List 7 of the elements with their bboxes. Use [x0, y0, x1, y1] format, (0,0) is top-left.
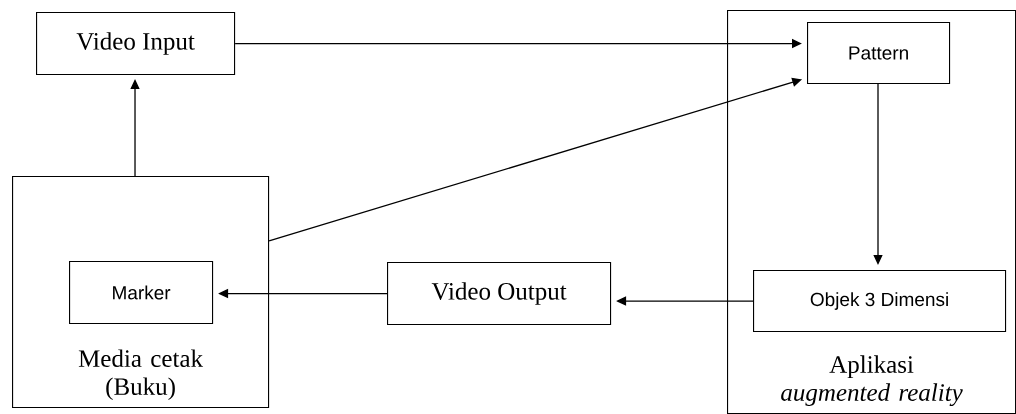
process-box: Objek 3 Dimensi	[753, 270, 1007, 333]
process-box: Video Output	[387, 262, 612, 326]
arrow	[130, 79, 140, 177]
process-box: Marker	[69, 261, 214, 325]
arrow	[873, 82, 883, 265]
process-box: Pattern	[807, 22, 951, 85]
process-box: Video Input	[36, 12, 236, 76]
